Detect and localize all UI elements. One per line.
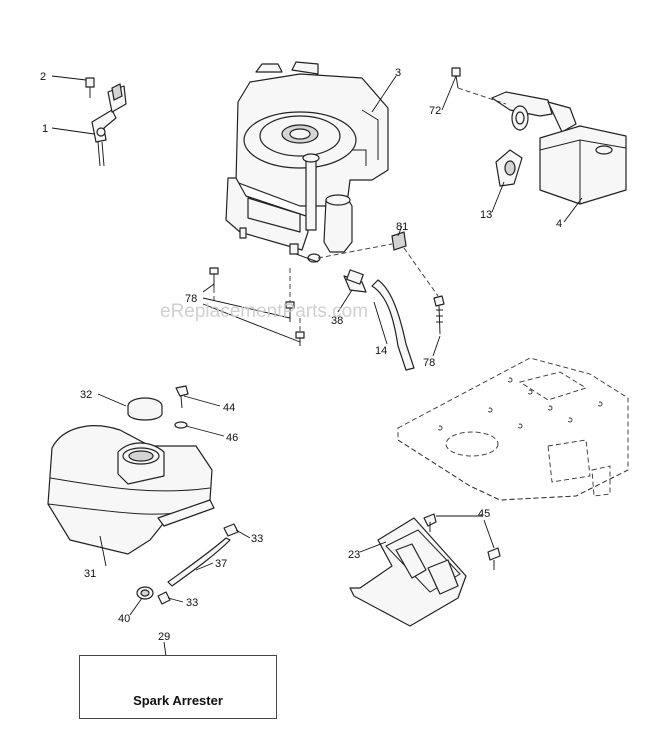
muffler-assembly	[451, 67, 627, 205]
callout-37: 37	[215, 558, 227, 570]
spark-arrester-box: Spark Arrester	[79, 655, 277, 719]
callout-32: 32	[80, 389, 92, 401]
engine-bolts	[209, 267, 305, 346]
spark-arrester-label: Spark Arrester	[133, 693, 223, 708]
engine	[225, 61, 389, 263]
callout-72: 72	[429, 105, 441, 117]
callout-14: 14	[375, 345, 387, 357]
heat-shield	[349, 513, 501, 627]
callout-29: 29	[158, 631, 170, 643]
callout-23: 23	[348, 549, 360, 561]
callout-78-engine: 78	[185, 293, 197, 305]
callout-38: 38	[331, 315, 343, 327]
callout-2: 2	[40, 71, 46, 83]
callout-40: 40	[118, 613, 130, 625]
callout-numbers: 2 1 3 72 13 4 81 78 38 14 78 32 44 46 33…	[40, 67, 562, 643]
callout-33-lower: 33	[186, 597, 198, 609]
fuel-tank	[47, 385, 239, 605]
fuel-fitting-and-line	[317, 231, 445, 371]
callout-13: 13	[480, 209, 492, 221]
callout-78-frame: 78	[423, 357, 435, 369]
callout-3: 3	[395, 67, 401, 79]
watermark: eReplacementParts.com	[160, 301, 368, 322]
callout-45: 45	[478, 508, 490, 520]
throttle-control	[85, 77, 127, 167]
chassis-frame	[397, 357, 629, 501]
callout-4: 4	[556, 218, 562, 230]
callout-1: 1	[42, 123, 48, 135]
leader-lines	[51, 75, 583, 657]
callout-44: 44	[223, 402, 235, 414]
callout-33-upper: 33	[251, 533, 263, 545]
callout-81: 81	[396, 221, 408, 233]
callout-31: 31	[84, 568, 96, 580]
callout-46: 46	[226, 432, 238, 444]
